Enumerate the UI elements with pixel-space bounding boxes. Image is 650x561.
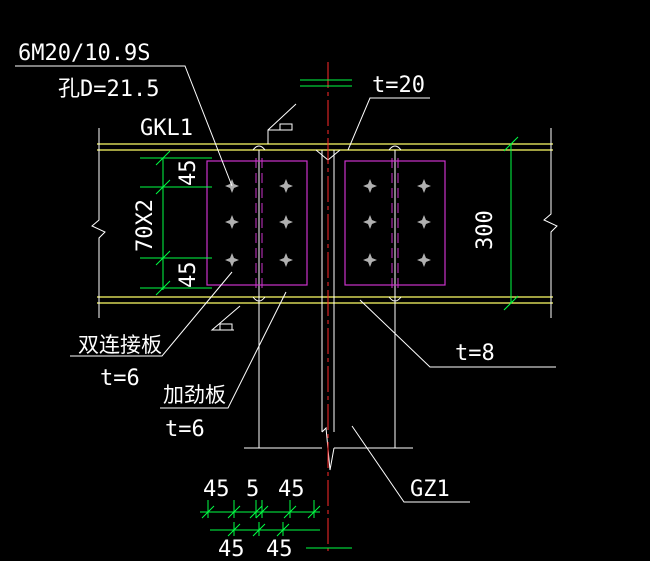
bolt: [363, 179, 377, 193]
plate-centerlines: [255, 158, 399, 288]
double-plate-thickness-label: t=6: [100, 366, 140, 391]
dim-edge-bottom: 45: [176, 262, 201, 289]
bolt: [417, 253, 431, 267]
dim-bottom2-1: 45: [218, 537, 245, 561]
bolt: [363, 253, 377, 267]
annotations: 6M20/10.9S 孔D=21.5 GKL1 t=20 双连接板 t=6 加劲…: [18, 41, 498, 561]
dim-bottom-2: 5: [246, 477, 259, 502]
dim-pitch: 70X2: [133, 199, 158, 252]
bolt: [279, 215, 293, 229]
bolt: [363, 215, 377, 229]
hole-diameter-label: 孔D=21.5: [58, 77, 159, 102]
web-thickness-label: t=8: [455, 341, 495, 366]
dim-bottom-1: 45: [203, 477, 230, 502]
dim-bottom-3: 45: [278, 477, 305, 502]
bolt: [417, 215, 431, 229]
bolt: [279, 253, 293, 267]
beam-flanges: [97, 143, 553, 304]
dimension-lines: [140, 79, 519, 549]
bolt: [225, 215, 239, 229]
beam-name-label: GKL1: [140, 116, 193, 141]
connection-plates: [206, 160, 446, 286]
flange-thickness-label: t=20: [372, 73, 425, 98]
weld-marks: [252, 145, 402, 302]
dim-edge-top: 45: [176, 160, 201, 187]
double-plate-label: 双连接板: [78, 333, 162, 357]
break-lines: [91, 128, 558, 318]
bolt: [225, 253, 239, 267]
dim-beam-depth: 300: [473, 210, 498, 250]
column-name-label: GZ1: [410, 477, 450, 502]
bolt: [279, 179, 293, 193]
bolt: [417, 179, 431, 193]
dim-bottom2-2: 45: [266, 537, 293, 561]
bolt-group: [225, 179, 431, 267]
stiffener-thickness-label: t=6: [165, 417, 205, 442]
bolt-spec-label: 6M20/10.9S: [18, 41, 150, 66]
leader-lines: [15, 65, 556, 503]
stiffener-label: 加劲板: [163, 383, 226, 407]
